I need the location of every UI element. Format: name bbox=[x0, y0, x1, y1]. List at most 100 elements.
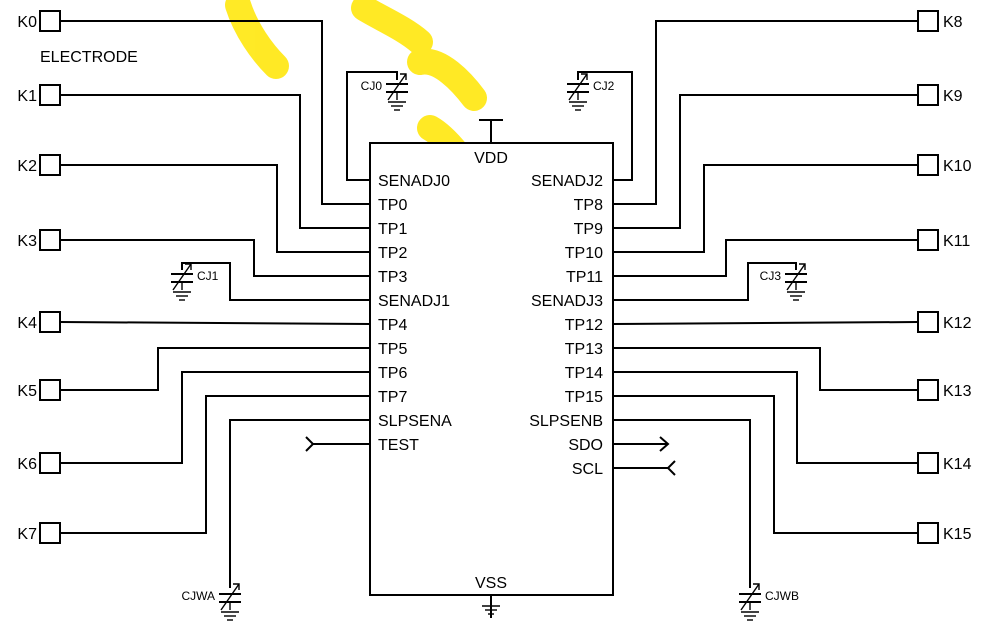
capacitor-cjwa: CJWA bbox=[181, 583, 241, 611]
key-label-k15: K15 bbox=[943, 526, 972, 543]
key-terminal-k11 bbox=[917, 229, 939, 251]
key-label-k1: K1 bbox=[17, 88, 37, 105]
pin-label-tp5: TP5 bbox=[378, 341, 407, 358]
wire-k5 bbox=[60, 347, 370, 391]
wire-k4 bbox=[59, 321, 371, 325]
pin-label-tp15: TP15 bbox=[565, 389, 603, 406]
chip-pin-labels: SENADJ0TP0TP1TP2TP3SENADJ1TP4TP5TP6TP7SL… bbox=[378, 173, 603, 478]
watermark-stroke-1 bbox=[351, 0, 433, 55]
wire-k9 bbox=[613, 94, 918, 229]
key-label-k6: K6 bbox=[17, 456, 37, 473]
pin-label-tp1: TP1 bbox=[378, 221, 407, 238]
key-terminal-k2 bbox=[39, 154, 61, 176]
key-terminal-k5 bbox=[39, 379, 61, 401]
pin-label-tp3: TP3 bbox=[378, 269, 407, 286]
pin-label-tp0: TP0 bbox=[378, 197, 407, 214]
capacitor-cj0: CJ0 bbox=[361, 73, 408, 101]
key-terminal-k3 bbox=[39, 229, 61, 251]
wire-k14 bbox=[613, 371, 918, 464]
key-terminal-k13 bbox=[917, 379, 939, 401]
pin-label-senadj0: SENADJ0 bbox=[378, 173, 450, 190]
key-label-k14: K14 bbox=[943, 456, 972, 473]
wiring bbox=[59, 20, 919, 618]
wire-k10 bbox=[613, 164, 918, 253]
pin-label-test: TEST bbox=[378, 437, 419, 454]
capacitor-cjwa-label: CJWA bbox=[181, 589, 215, 603]
capacitor-cj2-label: CJ2 bbox=[593, 79, 615, 93]
capacitor-cj3-label: CJ3 bbox=[760, 269, 782, 283]
pin-label-tp10: TP10 bbox=[565, 245, 603, 262]
key-label-k9: K9 bbox=[943, 88, 963, 105]
key-terminal-k6 bbox=[39, 452, 61, 474]
key-label-k13: K13 bbox=[943, 383, 972, 400]
pin-label-slpsenb: SLPSENB bbox=[529, 413, 603, 430]
pin-label-tp13: TP13 bbox=[565, 341, 603, 358]
wire-k12 bbox=[612, 321, 919, 325]
key-terminal-k8 bbox=[917, 10, 939, 32]
key-label-k0: K0 bbox=[17, 14, 37, 31]
capacitor-cj1-ground bbox=[173, 291, 191, 301]
wire-k1 bbox=[60, 94, 370, 229]
key-terminal-k4 bbox=[39, 311, 61, 333]
capacitor-cj3-ground bbox=[787, 291, 805, 301]
controller-chip: VDD VSS bbox=[369, 142, 614, 596]
capacitor-cjwb-label: CJWB bbox=[765, 589, 799, 603]
capacitor-cjwa-ground bbox=[221, 611, 239, 621]
capacitor-cj3: CJ3 bbox=[760, 263, 807, 291]
key-terminal-k7 bbox=[39, 522, 61, 544]
pin-label-tp2: TP2 bbox=[378, 245, 407, 262]
pin-label-sdo: SDO bbox=[568, 437, 603, 454]
key-terminal-k10 bbox=[917, 154, 939, 176]
wire-senadj3 bbox=[613, 262, 797, 301]
electrode-heading: ELECTRODE bbox=[40, 49, 138, 66]
wire-slpsenb bbox=[613, 419, 751, 588]
watermark-stroke-0 bbox=[225, 0, 289, 79]
capacitor-cjwb-ground bbox=[741, 611, 759, 621]
key-label-k10: K10 bbox=[943, 158, 972, 175]
wire-senadj1 bbox=[181, 262, 370, 301]
pin-label-tp6: TP6 bbox=[378, 365, 407, 382]
key-terminal-k0 bbox=[39, 10, 61, 32]
pin-label-senadj2: SENADJ2 bbox=[531, 173, 603, 190]
pin-label-slpsena: SLPSENA bbox=[378, 413, 452, 430]
chip-body bbox=[369, 142, 614, 596]
wire-k8 bbox=[613, 20, 918, 205]
vdd-label: VDD bbox=[474, 150, 508, 167]
vss-label: VSS bbox=[475, 575, 507, 592]
capacitor-cjwb: CJWB bbox=[739, 583, 799, 611]
capacitor-cj1-label: CJ1 bbox=[197, 269, 219, 283]
capacitor-cj0-label: CJ0 bbox=[361, 79, 383, 93]
pin-label-tp11: TP11 bbox=[566, 269, 603, 286]
key-label-k11: K11 bbox=[943, 233, 970, 250]
wire-senadj0 bbox=[346, 71, 398, 181]
pin-label-tp4: TP4 bbox=[378, 317, 407, 334]
key-terminal-k1 bbox=[39, 84, 61, 106]
pin-label-senadj3: SENADJ3 bbox=[531, 293, 603, 310]
pin-label-tp9: TP9 bbox=[574, 221, 603, 238]
scl-input-arrow bbox=[666, 460, 676, 476]
key-label-k5: K5 bbox=[17, 383, 37, 400]
wire-k6 bbox=[60, 371, 370, 464]
pin-label-tp7: TP7 bbox=[378, 389, 407, 406]
key-label-k12: K12 bbox=[943, 315, 972, 332]
pin-label-scl: SCL bbox=[572, 461, 603, 478]
wire-k7 bbox=[60, 395, 370, 534]
ground-vss bbox=[482, 605, 500, 615]
capacitor-cj2: CJ2 bbox=[567, 73, 615, 101]
key-label-k2: K2 bbox=[17, 158, 37, 175]
capacitor-cj2-ground bbox=[569, 101, 587, 111]
pin-label-tp14: TP14 bbox=[565, 365, 603, 382]
capacitor-cj0-ground bbox=[388, 101, 406, 111]
wire-k3 bbox=[60, 239, 370, 277]
pin-label-tp12: TP12 bbox=[565, 317, 603, 334]
key-terminal-k14 bbox=[917, 452, 939, 474]
watermark-stroke-2 bbox=[407, 48, 487, 111]
key-label-k8: K8 bbox=[943, 14, 963, 31]
key-label-k3: K3 bbox=[17, 233, 37, 250]
test-input-arrow bbox=[305, 436, 315, 452]
pin-label-senadj1: SENADJ1 bbox=[378, 293, 450, 310]
key-label-k7: K7 bbox=[17, 526, 37, 543]
capacitor-cj1: CJ1 bbox=[171, 263, 219, 291]
